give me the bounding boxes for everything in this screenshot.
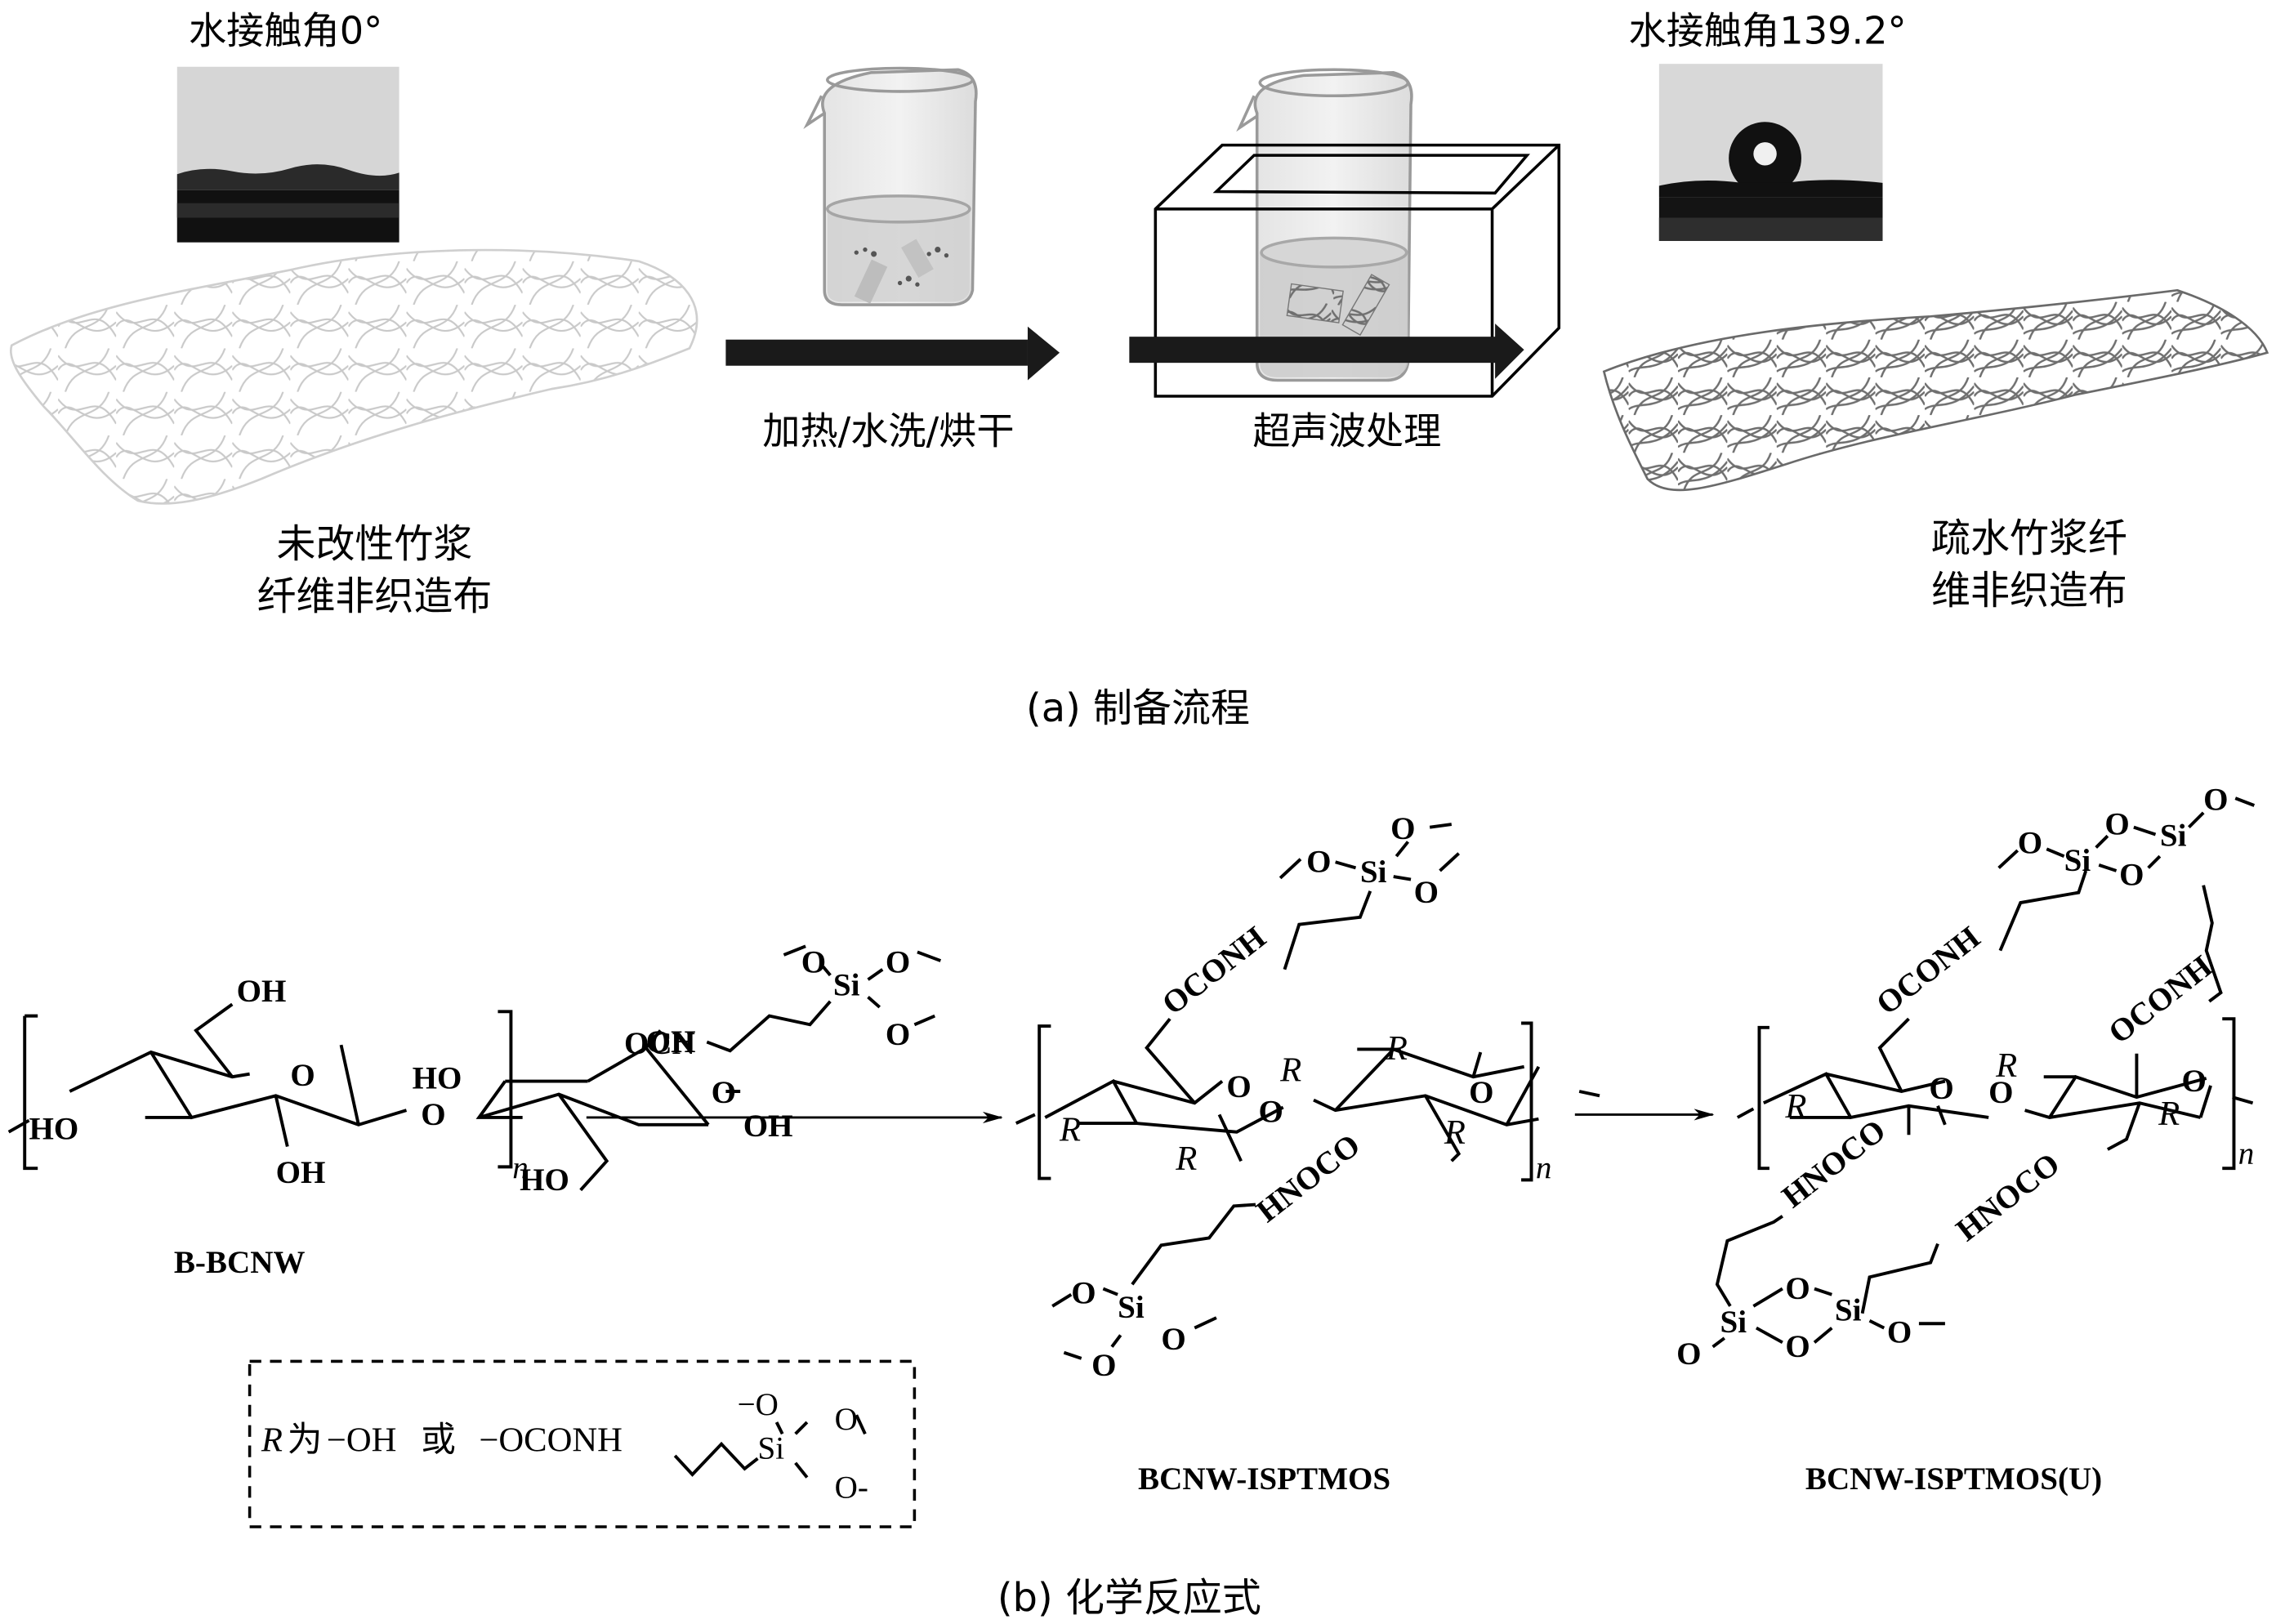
bcnw-isptmos-o-right: O bbox=[1469, 1075, 1493, 1110]
legend-r: R bbox=[261, 1421, 283, 1460]
bcnw-isptmos-u-r2: R bbox=[1995, 1046, 2017, 1085]
bcnw-isptmos-bridge-o: O bbox=[1258, 1094, 1283, 1129]
bcnw-isptmos-u-o-t4: O bbox=[2203, 782, 2228, 817]
bcnw-isptmos-u-r1: R bbox=[1784, 1087, 1806, 1126]
legend-o-top: −O bbox=[738, 1387, 779, 1422]
b-bcnw-ho-middle: HO bbox=[413, 1060, 462, 1095]
bcnw-isptmos-si-bottom: Si bbox=[1118, 1290, 1145, 1325]
beaker-reaction-icon bbox=[803, 66, 978, 306]
bcnw-isptmos-o-bot1: O bbox=[1071, 1275, 1096, 1310]
bcnw-isptmos-n: n bbox=[1536, 1151, 1552, 1186]
legend-o-bottom: O- bbox=[835, 1470, 868, 1505]
treated-label-line1: 疏水竹浆纤 bbox=[1931, 515, 2127, 561]
bcnw-isptmos-u-o-t2: O bbox=[2104, 807, 2129, 842]
legend-huo: 或 bbox=[421, 1420, 456, 1461]
b-bcnw-ho-left: HO bbox=[29, 1112, 79, 1147]
legend-si: Si bbox=[757, 1430, 784, 1466]
panel-a-preparation-process: 水接触角0° 未改性竹浆 纤维非织造布 bbox=[9, 8, 2269, 731]
bcnw-isptmos-o-top1: O bbox=[1306, 845, 1331, 880]
process-arrow-1 bbox=[725, 326, 1060, 381]
legend-oconh: −OCONH bbox=[479, 1421, 623, 1460]
bcnw-isptmos-u-hnoco-left: HNOCO bbox=[1775, 1113, 1892, 1215]
contact-angle-right-label: 水接触角139.2° bbox=[1629, 8, 1907, 52]
legend-wei: 为 bbox=[288, 1420, 323, 1461]
treated-label-line2: 维非织造布 bbox=[1931, 568, 2127, 613]
bcnw-isptmos-u-structure: n R R R O O O OCONH OCONH HNOCO HNOCO Si… bbox=[1676, 782, 2256, 1497]
hydrophobic-fiber-fabric-image bbox=[1602, 288, 2269, 492]
bcnw-isptmos-ring-o: O bbox=[1226, 1069, 1251, 1104]
b-bcnw-name: B-BCNW bbox=[174, 1245, 306, 1280]
reagent-o-bottom: O bbox=[886, 1017, 910, 1052]
bcnw-isptmos-structure: n R R R R R O O O OCONH Si O O O HNOCO S… bbox=[1015, 811, 1600, 1497]
b-bcnw-oh-bottom: OH bbox=[276, 1155, 326, 1190]
legend-o-right: O bbox=[835, 1402, 858, 1437]
bcnw-isptmos-r2: R bbox=[1175, 1140, 1197, 1178]
b-bcnw-oh-top: OH bbox=[237, 974, 287, 1009]
bcnw-isptmos-r5: R bbox=[1444, 1113, 1466, 1152]
bcnw-isptmos-u-o-right: O bbox=[2182, 1064, 2207, 1099]
bcnw-isptmos-u-oconh-right: OCONH bbox=[2102, 948, 2219, 1051]
bcnw-isptmos-r3: R bbox=[1279, 1051, 1301, 1090]
bcnw-isptmos-u-o-b3: O bbox=[1676, 1336, 1701, 1372]
b-bcnw-structure: n HO OH O OH HO O OH O OH HO B-BCNW bbox=[7, 974, 793, 1280]
b-bcnw-bridge-o: O bbox=[421, 1097, 445, 1132]
b-bcnw-n: n bbox=[512, 1151, 529, 1186]
reagent-ocn: OCN bbox=[624, 1026, 695, 1061]
isptmos-reagent-structure: OCN Si O O O bbox=[624, 944, 942, 1061]
bcnw-isptmos-u-si-bot1: Si bbox=[1720, 1305, 1747, 1340]
bcnw-isptmos-u-si-top2: Si bbox=[2160, 819, 2187, 854]
bcnw-isptmos-u-oconh-left: OCONH bbox=[1870, 920, 1987, 1022]
legend-oh: −OH bbox=[327, 1421, 397, 1460]
bcnw-isptmos-u-name: BCNW-ISPTMOS(U) bbox=[1805, 1461, 2102, 1497]
panel-b-chemical-reaction: n HO OH O OH HO O OH O OH HO B-BCNW OCN … bbox=[7, 782, 2256, 1621]
reagent-o-top-left: O bbox=[801, 944, 826, 979]
bcnw-isptmos-name: BCNW-ISPTMOS bbox=[1138, 1461, 1390, 1497]
contact-angle-image-hydrophobic bbox=[1658, 64, 1883, 241]
bcnw-isptmos-u-o-t3: O bbox=[2119, 858, 2144, 893]
b-bcnw-ring-o: O bbox=[290, 1058, 315, 1093]
bcnw-isptmos-u-si-top1: Si bbox=[2064, 843, 2091, 878]
untreated-fiber-fabric-image bbox=[9, 248, 698, 505]
bcnw-isptmos-o-bot2: O bbox=[1161, 1322, 1185, 1357]
bcnw-isptmos-r1: R bbox=[1059, 1110, 1081, 1149]
bcnw-isptmos-hnoco: HNOCO bbox=[1250, 1127, 1367, 1229]
process-arrow-2 bbox=[1129, 323, 1524, 379]
b-bcnw-oh-right: OH bbox=[743, 1109, 793, 1144]
bcnw-isptmos-u-o-b4: O bbox=[1887, 1314, 1912, 1350]
bcnw-isptmos-oconh: OCONH bbox=[1156, 920, 1273, 1022]
reagent-o-top-right: O bbox=[886, 944, 910, 979]
r-group-definition-box: R 为 −OH 或 −OCONH Si −O O O- bbox=[248, 1359, 917, 1528]
panel-a-caption: (a) 制备流程 bbox=[1026, 685, 1250, 731]
bcnw-isptmos-u-ring-o: O bbox=[1929, 1071, 1953, 1106]
untreated-label-line1: 未改性竹浆 bbox=[276, 521, 472, 567]
b-bcnw-ho-bottom: HO bbox=[520, 1162, 569, 1198]
bcnw-isptmos-u-o-b1: O bbox=[1785, 1271, 1810, 1306]
bcnw-isptmos-o-bot3: O bbox=[1091, 1348, 1116, 1383]
untreated-label-line2: 纤维非织造布 bbox=[257, 573, 492, 619]
bcnw-isptmos-u-o-b2: O bbox=[1785, 1329, 1810, 1364]
contact-angle-image-untreated bbox=[176, 66, 399, 243]
ultrasonic-bath-icon bbox=[1154, 68, 1561, 398]
bcnw-isptmos-o-top2: O bbox=[1390, 811, 1415, 846]
bcnw-isptmos-u-n: n bbox=[2238, 1136, 2255, 1171]
reagent-si: Si bbox=[833, 968, 860, 1003]
step-heat-wash-dry-label: 加热/水洗/烘干 bbox=[762, 409, 1014, 453]
b-bcnw-o-right: O bbox=[712, 1075, 736, 1110]
bcnw-isptmos-si-top: Si bbox=[1360, 854, 1387, 890]
bcnw-isptmos-r4: R bbox=[1386, 1029, 1408, 1068]
b-bcnw-oh-right-top: OH bbox=[646, 1024, 696, 1060]
panel-b-caption: (b) 化学反应式 bbox=[997, 1575, 1261, 1621]
bcnw-isptmos-u-o-t1: O bbox=[2018, 826, 2042, 861]
bcnw-isptmos-o-top3: O bbox=[1414, 875, 1439, 910]
step-ultrasonic-label: 超声波处理 bbox=[1252, 409, 1441, 453]
bcnw-isptmos-u-bridge-o: O bbox=[1988, 1075, 2013, 1110]
bcnw-isptmos-u-hnoco-right: HNOCO bbox=[1950, 1146, 2067, 1248]
bcnw-isptmos-u-si-bot2: Si bbox=[1835, 1293, 1862, 1328]
contact-angle-left-label: 水接触角0° bbox=[189, 8, 382, 52]
bcnw-isptmos-u-r3: R bbox=[2158, 1095, 2180, 1133]
